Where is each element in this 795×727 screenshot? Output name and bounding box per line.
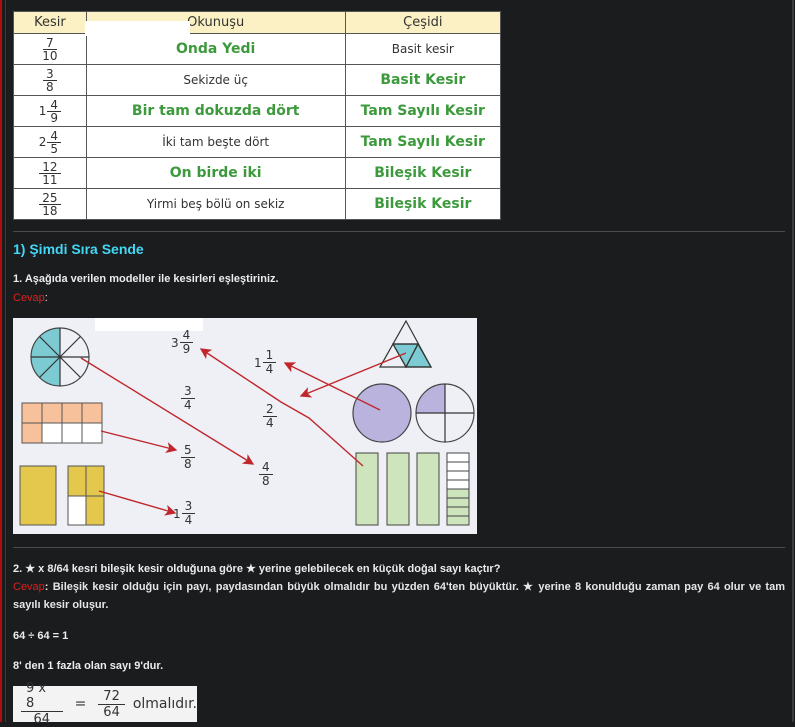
header-kesir: Kesir: [13, 11, 87, 34]
redaction-box: [85, 21, 190, 36]
green-bars-icon: [355, 452, 470, 526]
question-1: 1. Aşağıda verilen modeller ile kesirler…: [13, 273, 279, 285]
calc-line-1: 64 ÷ 64 = 1: [13, 630, 69, 642]
type-cell: Tam Sayılı Kesir: [344, 95, 502, 127]
redaction-box: [95, 318, 203, 331]
divider: [13, 231, 785, 232]
scrollbar-track[interactable]: [792, 0, 794, 722]
answer-2: Cevap: Bileşik kesir olduğu için payı, p…: [13, 581, 785, 611]
reading-cell: Bir tam dokuzda dört: [85, 95, 346, 127]
question-2: 2. ★ x 8/64 kesri bileşik kesir olduğuna…: [13, 563, 501, 575]
type-cell: Bileşik Kesir: [344, 188, 502, 220]
reading-cell: On birde iki: [85, 157, 346, 189]
circle-quarter-icon: [415, 383, 475, 443]
reading-cell: Yirmi beş bölü on sekiz: [85, 188, 346, 220]
yellow-rectangles-icon: [19, 465, 105, 526]
section-title: 1) Şimdi Sıra Sende: [13, 241, 144, 257]
type-cell: Basit Kesir: [344, 64, 502, 96]
left-accent-border: [0, 0, 2, 722]
header-cesidi: Çeşidi: [344, 11, 502, 34]
divider: [13, 547, 785, 548]
reading-cell: Sekizde üç: [85, 64, 346, 96]
left-divider: [5, 0, 6, 722]
answer-1-label: Cevap:: [13, 292, 48, 304]
calc-line-2: 8' den 1 fazla olan sayı 9'dur.: [13, 660, 164, 672]
grid-fifths-eighths-icon: [21, 402, 103, 444]
type-cell: Basit kesir: [344, 33, 502, 65]
circle-full-icon: [352, 383, 412, 443]
type-cell: Bileşik Kesir: [344, 157, 502, 189]
reading-cell: İki tam beşte dört: [85, 126, 346, 158]
circle-eighths-icon: [30, 327, 90, 387]
type-cell: Tam Sayılı Kesir: [344, 126, 502, 158]
match-arrows: [80, 348, 407, 516]
reading-cell: Onda Yedi: [85, 33, 346, 65]
model-drawing: [19, 319, 475, 526]
